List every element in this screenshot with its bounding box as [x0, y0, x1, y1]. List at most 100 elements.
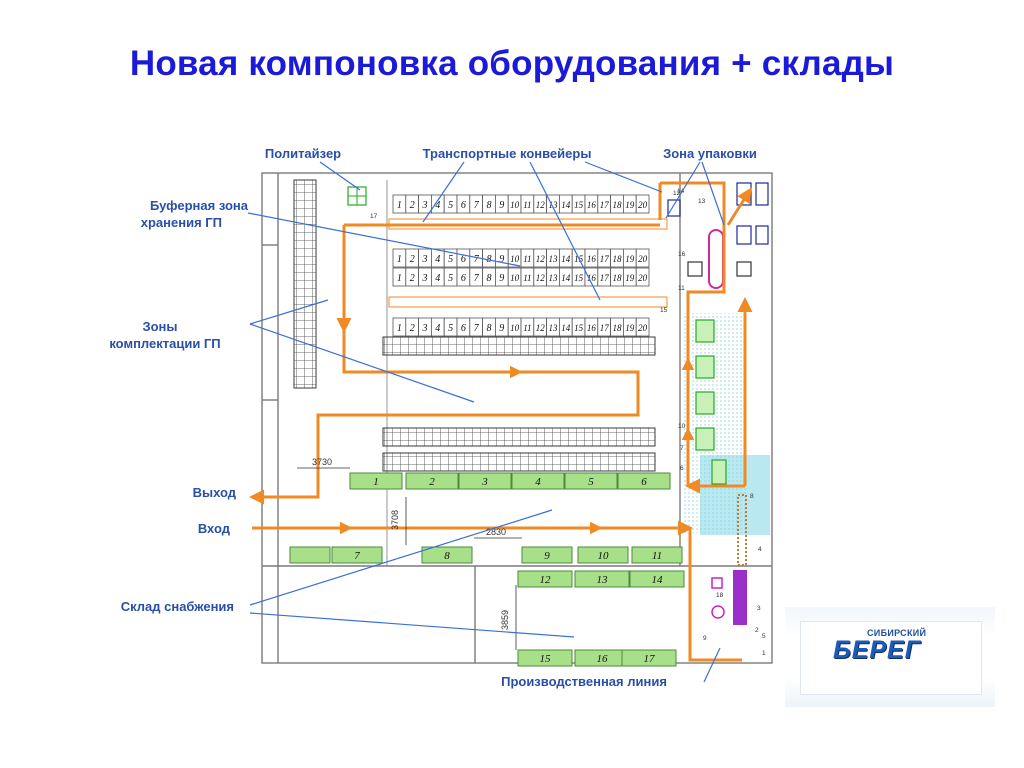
- zone-block: [577, 546, 629, 564]
- rack-number: 6: [461, 273, 466, 284]
- equipment-number: 13: [698, 198, 706, 205]
- rack-number: 18: [613, 323, 623, 333]
- label-conveyors: Транспортные конвейеры: [422, 146, 592, 161]
- rack-number: 1: [397, 254, 402, 265]
- zone-block-number: 6: [641, 476, 647, 488]
- rack-cell: [635, 267, 650, 287]
- zone-block: [521, 546, 573, 564]
- rack-number: 13: [549, 273, 559, 283]
- zone-block-number: 13: [597, 574, 609, 586]
- zone-block: [574, 570, 630, 588]
- rack-number: 16: [587, 323, 597, 333]
- rack-number: 15: [574, 323, 584, 333]
- rack-number: 14: [561, 323, 571, 333]
- rack-number: 8: [487, 200, 492, 211]
- rack-number: 10: [510, 323, 520, 333]
- rack-number: 18: [613, 273, 623, 283]
- label-buffer-1: Буферная зона: [149, 198, 248, 213]
- rack-number: 10: [510, 200, 520, 210]
- rack-number: 4: [435, 200, 440, 211]
- equipment-number: 17: [370, 213, 378, 220]
- rack-number: 8: [487, 323, 492, 334]
- rack-number: 17: [600, 323, 610, 333]
- rack-number: 10: [510, 254, 520, 264]
- rack-number: 6: [461, 254, 466, 265]
- rack-number: 5: [448, 323, 453, 334]
- label-entry: Вход: [197, 521, 230, 536]
- dimension-lines: [297, 467, 522, 650]
- rack-number: 2: [410, 273, 415, 284]
- rack-number: 7: [474, 200, 480, 211]
- equipment-number: 10: [678, 423, 686, 430]
- zone-block-number: 5: [588, 476, 594, 488]
- rack-number: 1: [397, 323, 402, 334]
- production-machines: [695, 319, 727, 485]
- equipment-number: 5: [762, 633, 766, 640]
- rack-number: 11: [523, 273, 531, 283]
- rack-number: 7: [474, 273, 480, 284]
- zone-block: [349, 472, 403, 490]
- rack-number: 5: [448, 254, 453, 265]
- rack-number: 3: [422, 323, 428, 334]
- equipment-number: 7: [680, 445, 684, 452]
- label-packing: Зона упаковки: [663, 146, 757, 161]
- rack-number: 16: [587, 200, 597, 210]
- rack-number: 3: [422, 200, 428, 211]
- rack-number: 12: [536, 323, 546, 333]
- rack-number: 11: [523, 200, 531, 210]
- rack-number: 7: [474, 254, 480, 265]
- zone-block-number: 16: [597, 653, 609, 665]
- zone-block: [458, 472, 512, 490]
- rack-number: 9: [499, 200, 504, 211]
- company-logo: СИБИРСКИЙ БЕРЕГ: [785, 607, 995, 707]
- rack-number: 11: [523, 254, 531, 264]
- zone-block-number: 2: [429, 476, 435, 488]
- equipment-number: 2: [755, 627, 759, 634]
- rack-number: 18: [613, 200, 623, 210]
- rack-number: 9: [499, 254, 504, 265]
- rack-number: 3: [422, 254, 428, 265]
- rack-number: 5: [448, 200, 453, 211]
- rack-number: 9: [499, 273, 504, 284]
- zone-block: [405, 472, 459, 490]
- equipment-number: 9: [703, 635, 707, 642]
- equipment-number: 12: [673, 190, 681, 197]
- rack-number: 17: [600, 200, 610, 210]
- rack-number: 20: [638, 273, 648, 283]
- zone-block: [631, 546, 683, 564]
- zone-block-number: 1: [373, 476, 379, 488]
- rack-number: 1: [397, 273, 402, 284]
- equipment-number: 6: [680, 465, 684, 472]
- label-politizer: Политайзер: [264, 146, 342, 161]
- zone-block: [421, 546, 473, 564]
- rack-number: 15: [574, 200, 584, 210]
- rack-number: 19: [625, 254, 635, 264]
- label-picking-1: Зоны: [142, 319, 178, 334]
- equipment-number: 8: [750, 493, 754, 500]
- rack-number: 19: [625, 323, 635, 333]
- dimension-label: 3859: [500, 610, 510, 630]
- packing-loop: [708, 229, 724, 289]
- zone-block-number: 15: [540, 653, 552, 665]
- rack-number: 20: [638, 323, 648, 333]
- label-picking-2: комплектации ГП: [109, 336, 221, 351]
- outer-wall: [261, 172, 773, 664]
- equipment-number: 18: [716, 592, 724, 599]
- rack-number: 4: [435, 273, 440, 284]
- rack-number: 12: [536, 200, 546, 210]
- rack-number: 3: [422, 273, 428, 284]
- rack-number: 12: [536, 254, 546, 264]
- equipment-number: 14: [677, 188, 685, 195]
- zone-block-number: 11: [652, 550, 662, 562]
- zone-block-number: 12: [540, 574, 552, 586]
- rack-number: 14: [561, 254, 571, 264]
- rack-number: 9: [499, 323, 504, 334]
- logo-top-text: СИБИРСКИЙ: [867, 628, 927, 638]
- zone-block: [511, 472, 565, 490]
- zone-block: [331, 546, 383, 564]
- building-walls: [261, 172, 773, 664]
- zone-block: [629, 570, 685, 588]
- rack-number: 13: [549, 254, 559, 264]
- zone-block: [564, 472, 618, 490]
- zone-block: [621, 649, 677, 667]
